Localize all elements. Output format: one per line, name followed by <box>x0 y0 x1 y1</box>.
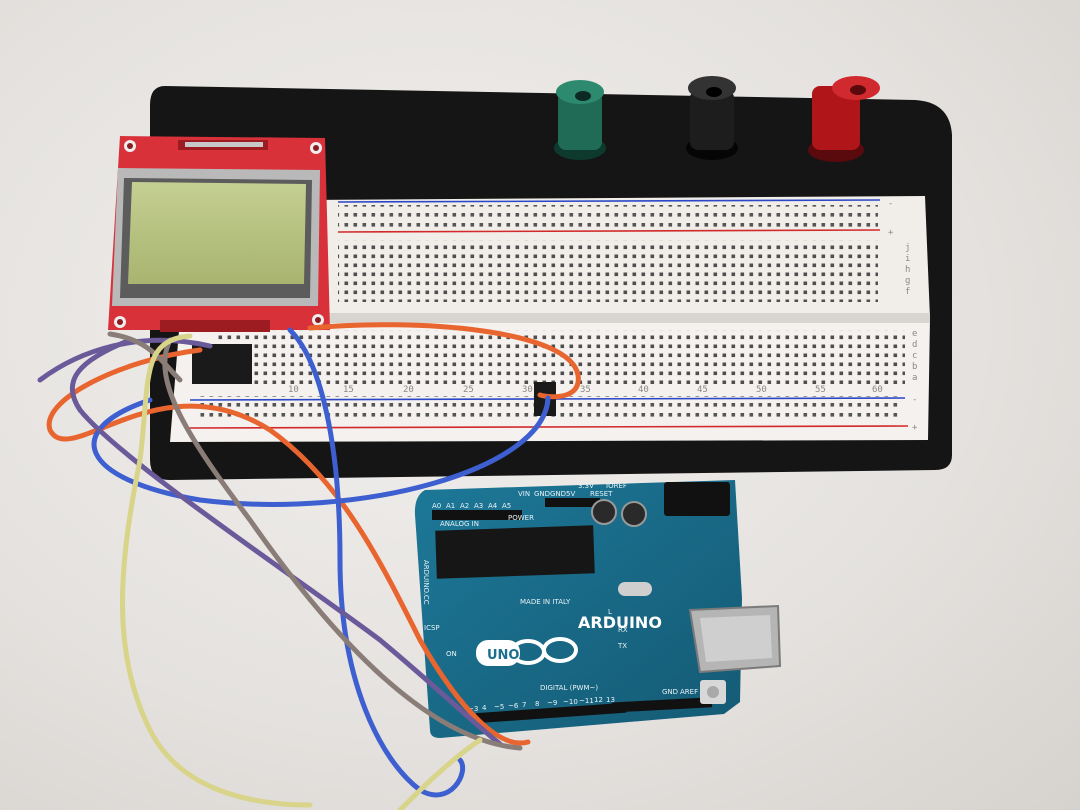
digital-pin-label: 8 <box>535 700 539 708</box>
row-letter: c <box>912 351 917 361</box>
analog-pin-label: A4 <box>488 502 498 510</box>
breadboard-column-numbers: 10 15 20 25 30 35 40 45 50 55 60 <box>288 385 883 395</box>
breadboard-row-letters: f g h i j a b c d e - + - + <box>888 199 918 433</box>
microcontroller-chip <box>435 525 595 579</box>
rail-minus-label: - <box>912 395 917 405</box>
column-number: 55 <box>815 385 826 395</box>
row-letter: j <box>905 243 910 253</box>
l-label: L <box>608 608 612 616</box>
capacitor <box>621 501 647 527</box>
power-pin-label: RESET <box>590 490 613 498</box>
digital-pin-label: 12 <box>594 696 603 704</box>
jumper-wires <box>37 322 581 810</box>
power-pin-label: 3.3V <box>578 482 594 490</box>
power-pin-label: VIN <box>518 490 530 498</box>
rail-plus-label: + <box>888 228 894 238</box>
made-in-label: MADE IN ITALY <box>520 598 571 606</box>
row-letter: e <box>912 329 917 339</box>
analog-in-label: ANALOG IN <box>440 520 479 528</box>
row-letter: b <box>912 362 917 372</box>
wire-orange <box>307 322 581 400</box>
column-number: 35 <box>580 385 591 395</box>
analog-pin-label: A3 <box>474 502 483 510</box>
breadboard-top-half <box>300 196 930 318</box>
lcd-module <box>108 136 330 332</box>
rx-label: RX <box>618 626 628 634</box>
model-label: UNO <box>487 648 520 663</box>
wire-orange <box>46 347 531 746</box>
tx-label: TX <box>617 642 627 650</box>
column-number: 10 <box>288 385 299 395</box>
power-pin-label: GND <box>550 490 566 498</box>
crystal <box>618 582 652 596</box>
brand-label: ARDUINO <box>578 613 662 632</box>
arduino-board: UNO ARDUINO MADE IN ITALY ANALOG IN POWE… <box>414 480 782 738</box>
breadboard-bottom-half <box>170 313 930 442</box>
digital-pin-label: 4 <box>482 704 487 712</box>
binding-post-black <box>686 76 738 160</box>
row-letter: f <box>905 287 910 297</box>
lcd-screen <box>128 182 306 284</box>
digital-pin-label: ~5 <box>494 703 504 711</box>
on-label: ON <box>446 650 457 658</box>
column-number: 15 <box>343 385 354 395</box>
jumper-header <box>534 382 556 416</box>
digital-pin-label: 13 <box>606 696 615 704</box>
digital-pin-label: ~6 <box>508 702 519 710</box>
wire-purple <box>37 337 213 383</box>
gnd-label: GND <box>662 688 678 696</box>
analog-pin-label: A5 <box>502 502 511 510</box>
wire-gray <box>107 331 183 383</box>
column-number: 30 <box>522 385 533 395</box>
row-letter: g <box>905 276 910 286</box>
digital-pin-label: ~9 <box>547 699 557 707</box>
row-letter: d <box>912 340 917 350</box>
row-letter: i <box>905 254 910 264</box>
capacitor <box>591 499 617 525</box>
binding-post-red <box>808 76 880 162</box>
row-letter: h <box>905 265 910 275</box>
power-pin-label: GND <box>534 490 550 498</box>
column-number: 60 <box>872 385 883 395</box>
digital-pin-label: ~10 <box>563 698 578 706</box>
digital-label: DIGITAL (PWM~) <box>540 684 598 692</box>
row-letter: a <box>912 373 917 383</box>
analog-pin-label: A1 <box>446 502 455 510</box>
power-label: POWER <box>508 514 534 522</box>
wire-yellow <box>120 333 313 808</box>
uno-badge <box>476 640 520 666</box>
wire-gray <box>162 337 523 751</box>
dc-power-jack <box>664 482 730 516</box>
wire-blue <box>287 327 466 798</box>
power-pin-label: 5V <box>566 490 575 498</box>
wire-blue <box>91 395 551 507</box>
digital-pin-label: ~11 <box>579 697 594 705</box>
rail-plus-label: + <box>912 423 918 433</box>
analog-pin-label: A2 <box>460 502 469 510</box>
icsp-label: ICSP <box>424 624 440 632</box>
digital-pin-label: 7 <box>522 701 526 709</box>
power-pin-label: IOREF <box>606 482 627 490</box>
digital-pin-label: ~3 <box>468 705 478 713</box>
analog-pin-label: A0 <box>432 502 441 510</box>
column-number: 40 <box>638 385 649 395</box>
column-number: 50 <box>756 385 767 395</box>
wire-purple <box>69 337 503 747</box>
rail-minus-label: - <box>888 199 893 209</box>
wire-yellow <box>397 737 483 810</box>
binding-post-green <box>554 80 606 160</box>
column-number: 25 <box>463 385 474 395</box>
site-label: ARDUINO.CC <box>422 560 430 605</box>
column-number: 20 <box>403 385 414 395</box>
column-number: 45 <box>697 385 708 395</box>
aref-label: AREF <box>680 688 698 696</box>
